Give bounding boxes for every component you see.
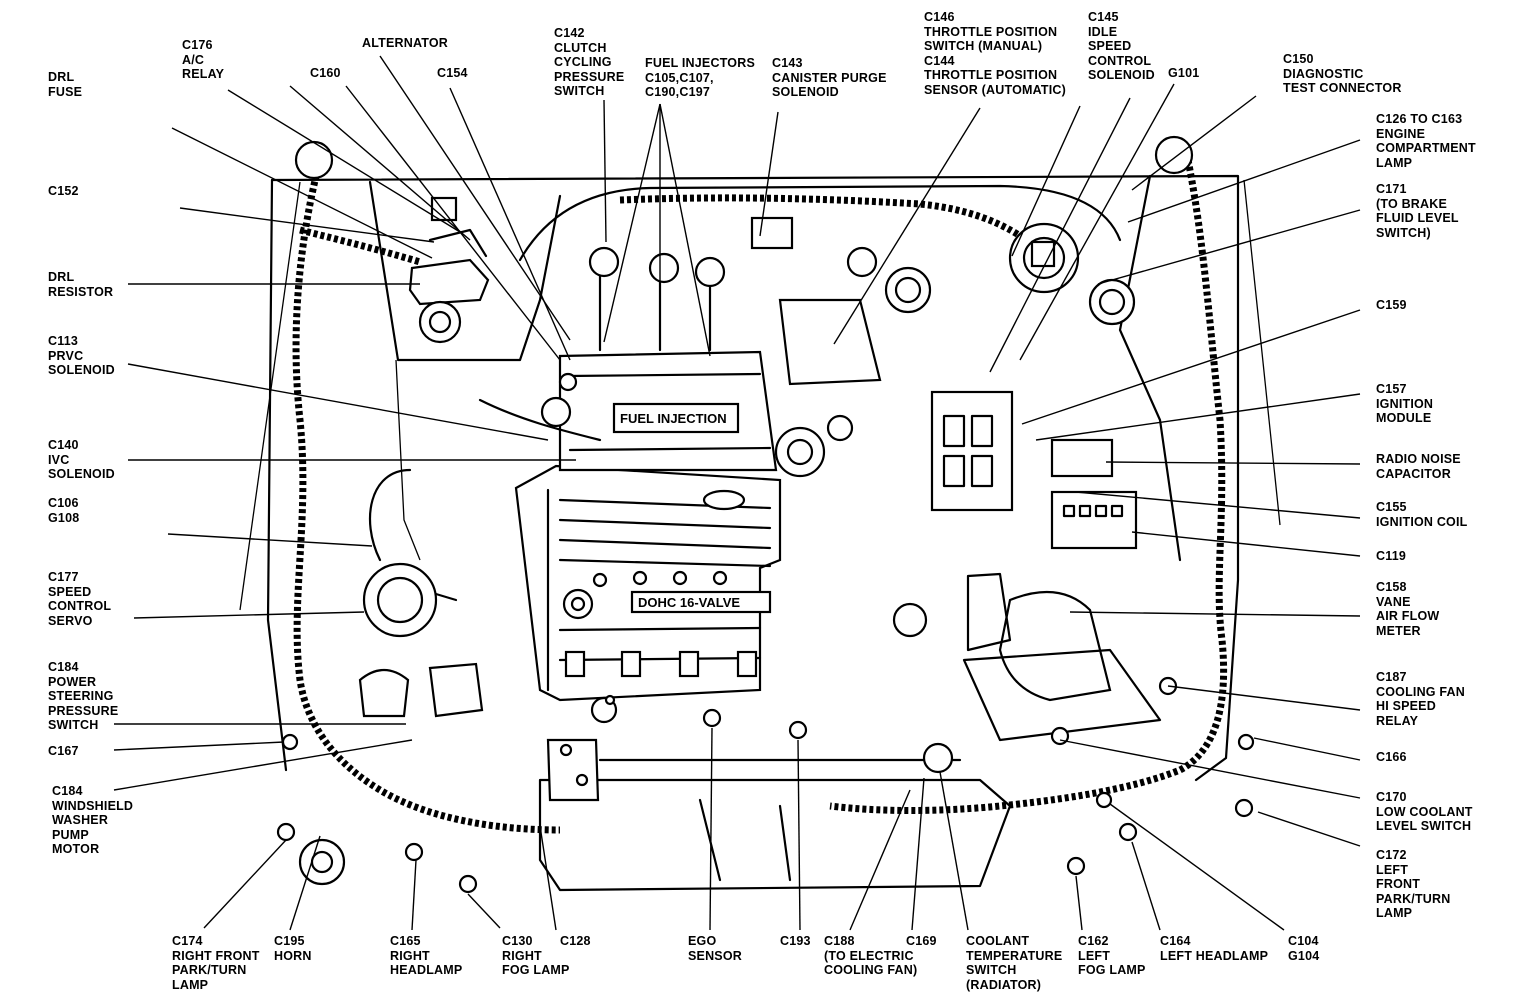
label-c164-left-headlamp: C164 LEFT HEADLAMP: [1160, 934, 1269, 963]
label-radio-noise-capacitor: RADIO NOISE CAPACITOR: [1376, 452, 1461, 481]
label-c177-speed-servo: C177 SPEED CONTROL SERVO: [48, 570, 112, 628]
battery-area: [930, 390, 1014, 512]
connectors: [276, 135, 1255, 894]
leader-lines: [113, 55, 1361, 931]
label-c143-canister-purge: C143 CANISTER PURGE SOLENOID: [772, 56, 887, 100]
reservoir-left: [418, 300, 462, 344]
label-c165-right-headlamp: C165 RIGHT HEADLAMP: [390, 934, 463, 978]
label-c150-diagnostic: C150 DIAGNOSTIC TEST CONNECTOR: [1283, 52, 1402, 96]
label-c157-ignition-module: C157 IGNITION MODULE: [1376, 382, 1434, 426]
label-c128: C128: [560, 934, 591, 948]
label-drl-fuse: DRL FUSE: [48, 70, 83, 99]
label-c166: C166: [1376, 750, 1407, 764]
label-c172-left-park-lamp: C172 LEFT FRONT PARK/TURN LAMP: [1376, 848, 1451, 921]
label-c145-idle-speed: C145 IDLE SPEED CONTROL SOLENOID: [1088, 10, 1155, 83]
valve-cover-marking: DOHC 16-VALVE: [638, 595, 740, 610]
air-cleaner: [962, 278, 1162, 742]
label-c119: C119: [1376, 549, 1406, 563]
speed-control-servo-part: [362, 468, 458, 638]
wiring-harness: [292, 159, 1228, 834]
ignition-coil-part: [1050, 490, 1138, 550]
label-c184-power-steering: C184 POWER STEERING PRESSURE SWITCH: [48, 660, 119, 733]
label-c193: C193: [780, 934, 811, 948]
label-g101: G101: [1168, 66, 1200, 80]
label-c159: C159: [1376, 298, 1407, 312]
label-c184-washer-pump: C184 WINDSHIELD WASHER PUMP MOTOR: [52, 784, 134, 857]
label-c167: C167: [48, 744, 79, 758]
label-c126-engine-lamp: C126 TO C163 ENGINE COMPARTMENT LAMP: [1376, 112, 1476, 170]
label-c155-ignition-coil: C155 IGNITION COIL: [1376, 500, 1468, 529]
label-c154: C154: [437, 66, 468, 80]
intake-plate-marking: FUEL INJECTION: [620, 411, 727, 426]
label-c170-low-coolant: C170 LOW COOLANT LEVEL SWITCH: [1376, 790, 1473, 834]
label-alternator: ALTERNATOR: [362, 36, 449, 50]
label-c146-throttle-position: C146 THROTTLE POSITION SWITCH (MANUAL) C…: [924, 10, 1067, 97]
label-c152: C152: [48, 184, 79, 198]
throttle-body: [1008, 222, 1080, 294]
label-c187-cooling-fan-relay: C187 COOLING FAN HI SPEED RELAY: [1376, 670, 1466, 728]
label-c106-g108: C106 G108: [48, 496, 80, 525]
power-steering-reservoir: [358, 662, 484, 718]
label-c188-electric-fan: C188 (TO ELECTRIC COOLING FAN): [824, 934, 918, 978]
radiator-support: [538, 738, 1012, 892]
canister-purge-part: [750, 216, 932, 314]
label-ego-sensor: EGO SENSOR: [688, 934, 742, 963]
label-c169: C169: [906, 934, 937, 948]
label-c130-right-fog-lamp: C130 RIGHT FOG LAMP: [502, 934, 570, 978]
air-flow-meter-part: [966, 572, 1112, 702]
label-drl-resistor: DRL RESISTOR: [48, 270, 114, 299]
label-c158-vane-air-flow: C158 VANE AIR FLOW METER: [1376, 580, 1440, 638]
intake-manifold: FUEL INJECTION: [478, 246, 778, 472]
label-c113-prvc: C113 PRVC SOLENOID: [48, 334, 115, 378]
label-c162-left-fog-lamp: C162 LEFT FOG LAMP: [1078, 934, 1146, 978]
radio-noise-capacitor-part: [1050, 438, 1114, 478]
label-c174-right-park-lamp: C174 RIGHT FRONT PARK/TURN LAMP: [172, 934, 260, 992]
label-c176-ac-relay: C176 A/C RELAY: [182, 38, 225, 82]
label-c140-ivc: C140 IVC SOLENOID: [48, 438, 115, 482]
label-c195-horn: C195 HORN: [274, 934, 312, 963]
engine-block: DOHC 16-VALVE: [514, 464, 782, 724]
label-c142-clutch-cycling: C142 CLUTCH CYCLING PRESSURE SWITCH: [554, 26, 625, 99]
label-c171-brake-fluid: C171 (TO BRAKE FLUID LEVEL SWITCH): [1376, 182, 1459, 240]
label-c160: C160: [310, 66, 341, 80]
plenum: [774, 298, 882, 478]
label-fuel-injectors: FUEL INJECTORS C105,C107, C190,C197: [645, 56, 755, 100]
label-coolant-temp-switch: COOLANT TEMPERATURE SWITCH (RADIATOR): [966, 934, 1063, 992]
drl-resistor-part: [408, 196, 490, 306]
label-c104-g104: C104 G104: [1288, 934, 1320, 963]
